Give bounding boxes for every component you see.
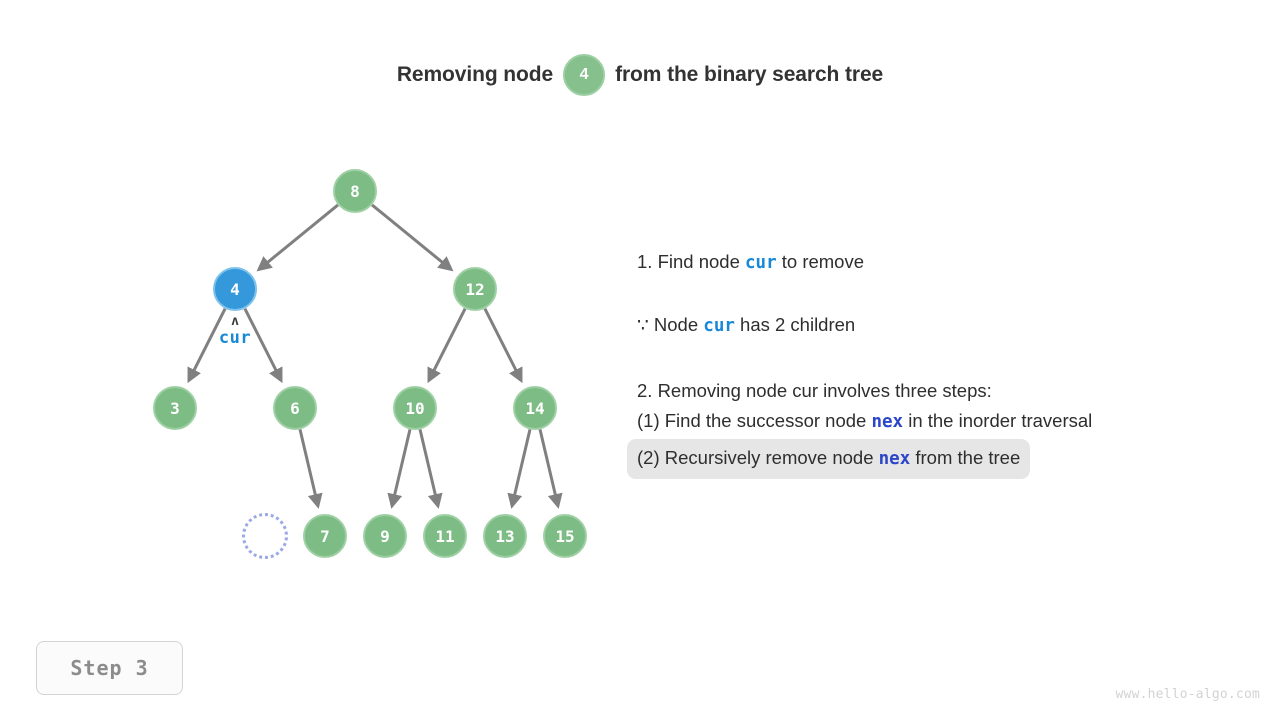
tree-node-3: 3 [153,386,197,430]
line2-text-b: has 2 children [734,314,856,335]
spacer-2 [637,340,1257,377]
tree-node-14: 14 [513,386,557,430]
tree-edge [187,307,227,384]
tree-edge [371,203,454,272]
description-panel: 1. Find node cur to remove ∵ Node cur ha… [627,248,1257,479]
tree-edge [427,307,467,384]
caret-icon: ʌ [231,314,239,329]
tree-node-7: 7 [303,514,347,558]
line4-var-nex: nex [871,412,904,432]
page-title: Removing node 4 from the binary search t… [0,54,1280,96]
line5-var-nex: nex [878,449,911,469]
description-line-2: ∵ Node cur has 2 children [637,311,1257,340]
description-line-4: (1) Find the successor node nex in the i… [637,407,1257,436]
line1-text-a: 1. Find node [637,251,745,272]
tree-node-13: 13 [483,514,527,558]
tree-node-8: 8 [333,169,377,213]
cur-pointer: ʌ cur [195,314,275,349]
spacer-1 [637,277,1257,311]
tree-edges [187,203,563,509]
title-text-before: Removing node [396,63,554,86]
tree-node-15: 15 [543,514,587,558]
tree-edge [538,429,563,509]
tree-edge [298,429,323,509]
tree-node-4: 4 [213,267,257,311]
description-line-1: 1. Find node cur to remove [637,248,1257,277]
tree-node-6: 6 [273,386,317,430]
description-line-5-wrapper: (2) Recursively remove node nex from the… [627,439,1257,479]
description-line-3: 2. Removing node cur involves three step… [637,380,992,401]
tree-node-12: 12 [453,267,497,311]
line5-text-a: (2) Recursively remove node [637,447,879,468]
line4-text-b: in the inorder traversal [903,410,1093,431]
tree-edge [387,429,412,509]
tree-edge [256,203,339,272]
line1-text-b: to remove [776,251,865,272]
tree-node-9: 9 [363,514,407,558]
title-text-after: from the binary search tree [615,63,884,86]
line4-text-a: (1) Find the successor node [637,410,872,431]
line1-var-cur: cur [745,253,777,273]
line5-text-b: from the tree [910,447,1021,468]
tree-node-10: 10 [393,386,437,430]
tree-edge [507,429,532,509]
tree-node-11: 11 [423,514,467,558]
step-badge: Step 3 [36,641,183,695]
tree-edge [418,429,443,509]
tree-edge [483,307,523,384]
tree-node-empty-slot [242,513,288,559]
description-line-5-active: (2) Recursively remove node nex from the… [627,439,1031,479]
line2-text-a: ∵ Node [637,314,704,335]
watermark: www.hello-algo.com [1115,687,1260,702]
cur-pointer-label: cur [218,328,252,348]
line2-var-cur: cur [703,316,735,336]
title-node-badge: 4 [563,54,606,96]
tree-edge [243,307,283,384]
